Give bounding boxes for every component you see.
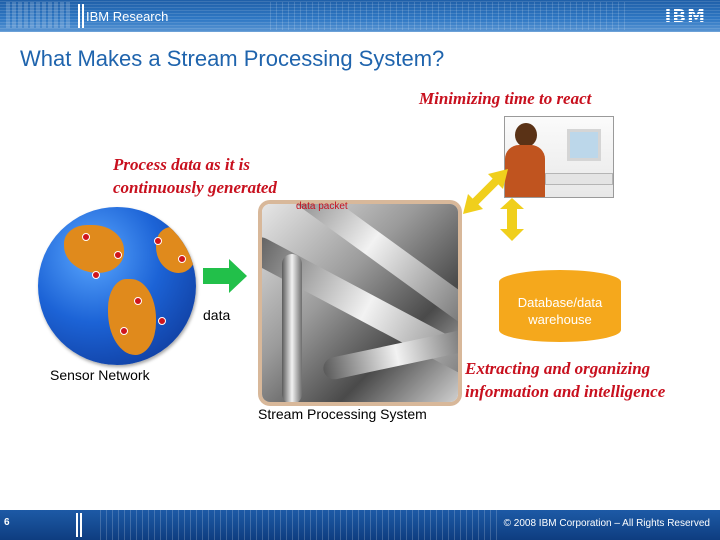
callout-extract: Extracting and organizing information an…	[465, 357, 665, 403]
continent	[64, 225, 124, 273]
sensor-dot	[134, 297, 142, 305]
sensor-dot	[120, 327, 128, 335]
pipe	[282, 254, 302, 402]
page-number: 6	[4, 517, 10, 528]
footer-bar: 6 © 2008 IBM Corporation – All Rights Re…	[0, 510, 720, 540]
callout-react: Minimizing time to react	[419, 89, 592, 108]
sensor-dot	[178, 255, 186, 263]
header-divider	[82, 4, 84, 28]
sensor-dot	[158, 317, 166, 325]
ibm-logo: IBM	[664, 6, 706, 27]
stream-processing-label: Stream Processing System	[258, 406, 427, 422]
footer-grid	[100, 510, 500, 540]
callout-extract-line-1: Extracting and organizing	[465, 359, 651, 378]
footer-divider	[76, 513, 78, 537]
data-packet-label: data packet	[296, 201, 348, 212]
double-arrow-icon	[463, 169, 508, 214]
continent	[108, 279, 156, 355]
header-stripes	[0, 0, 720, 32]
database-label: Database/data warehouse	[499, 294, 621, 328]
continent	[156, 227, 196, 273]
footer-divider	[80, 513, 82, 537]
database-icon: Database/data warehouse	[499, 270, 621, 342]
sensor-dot	[114, 251, 122, 259]
sensor-dot	[82, 233, 90, 241]
person-at-computer-icon	[504, 116, 614, 198]
sensor-dot	[154, 237, 162, 245]
stream-processing-image	[262, 204, 458, 402]
database-label-line-1: Database/data	[517, 295, 603, 310]
callout-extract-line-2: information and intelligence	[465, 382, 666, 401]
double-arrow-icon	[500, 198, 524, 241]
sensor-network-label: Sensor Network	[50, 367, 150, 383]
callout-process-line-2: continuously generated	[113, 178, 277, 197]
header-bar: IBM Research IBM	[0, 0, 720, 32]
copyright: © 2008 IBM Corporation – All Rights Rese…	[503, 518, 710, 529]
brand-label: IBM Research	[86, 9, 169, 24]
callout-process: Process data as it is continuously gener…	[113, 153, 277, 199]
person-body	[505, 145, 545, 197]
person-head	[515, 123, 537, 147]
globe-icon	[38, 207, 196, 365]
database-label-line-2: warehouse	[528, 312, 592, 327]
header-divider	[78, 4, 80, 28]
header-grid-right	[270, 2, 630, 30]
keyboard	[545, 173, 613, 185]
slide-title: What Makes a Stream Processing System?	[20, 46, 445, 71]
header-grid-left	[6, 2, 72, 28]
callout-process-line-1: Process data as it is	[113, 155, 250, 174]
data-label: data	[203, 307, 231, 323]
monitor	[567, 129, 601, 161]
sensor-dot	[92, 271, 100, 279]
arrow-right-icon	[203, 259, 247, 293]
